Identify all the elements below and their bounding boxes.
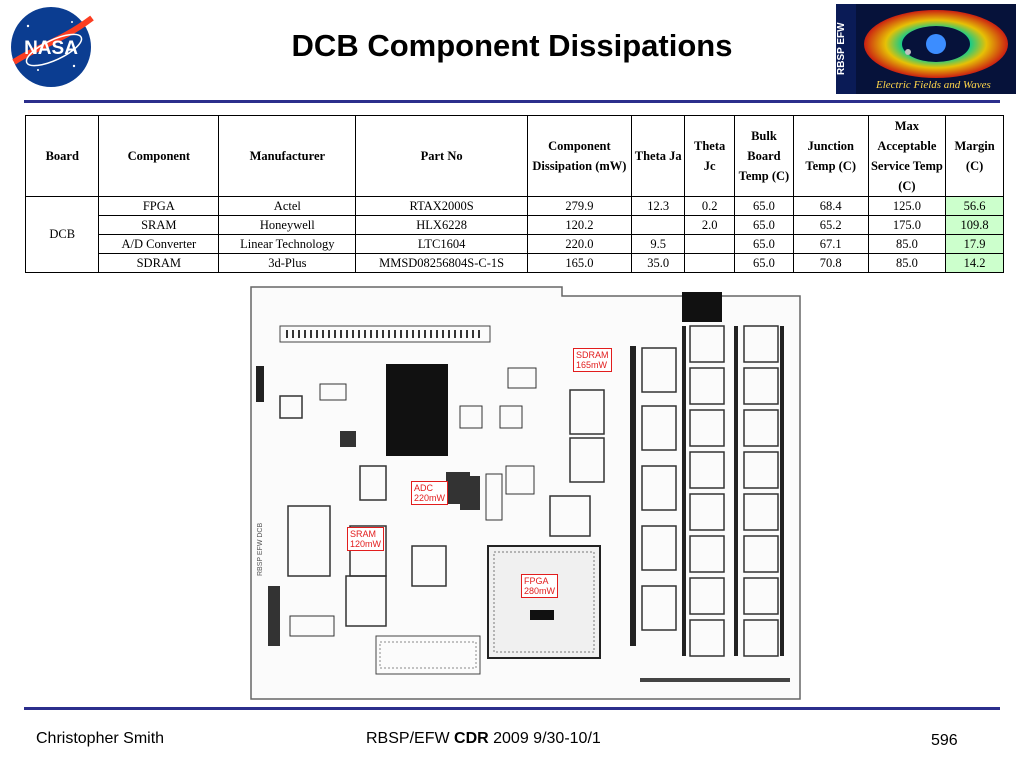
cell-max-service-temp: 85.0 (867, 253, 947, 273)
cell-dissipation: 120.2 (526, 215, 633, 235)
cell-manufacturer: Actel (218, 196, 357, 216)
footer-event: RBSP/EFW CDR 2009 9/30-10/1 (366, 730, 601, 748)
cell-theta-ja: 9.5 (631, 234, 686, 254)
col-header-part-no: Part No (355, 115, 528, 197)
footer-divider (24, 707, 1000, 710)
nasa-logo: NASA (11, 7, 94, 87)
cell-manufacturer: Linear Technology (218, 234, 357, 254)
pcb-layout-drawing: RBSP EFW DCB (250, 286, 801, 700)
col-header-component: Component (98, 115, 220, 197)
cell-component: SRAM (98, 215, 220, 235)
col-header-bulk-board-temp: Bulk Board Temp (C) (733, 115, 794, 197)
page-title: DCB Component Dissipations (291, 28, 733, 63)
cell-manufacturer: Honeywell (218, 215, 357, 235)
cell-dissipation: 279.9 (526, 196, 633, 216)
sdram-label: SDRAM 165mW (573, 348, 612, 372)
cell-max-service-temp: 125.0 (867, 196, 947, 216)
cell-part-no: RTAX2000S (355, 196, 528, 216)
dissipation-table: Board Component Manufacturer Part No Com… (24, 115, 1004, 273)
col-header-manufacturer: Manufacturer (218, 115, 357, 197)
cell-component: FPGA (98, 196, 220, 216)
cell-part-no: LTC1604 (355, 234, 528, 254)
cell-part-no: HLX6228 (355, 215, 528, 235)
cell-theta-jc (684, 253, 735, 273)
col-header-junction-temp: Junction Temp (C) (792, 115, 869, 197)
adc-label: ADC 220mW (411, 481, 449, 505)
cell-margin: 14.2 (945, 253, 1004, 273)
cell-bulk-board-temp: 65.0 (733, 215, 794, 235)
rbsp-logo-label: RBSP EFW (836, 4, 856, 94)
col-header-margin: Margin (C) (945, 115, 1004, 197)
table-row: SDRAM 3d-Plus MMSD08256804S-C-1S 165.0 3… (26, 253, 1004, 273)
table-row: SRAM Honeywell HLX6228 120.2 2.0 65.0 65… (26, 215, 1004, 235)
table-header-row: Board Component Manufacturer Part No Com… (24, 115, 1004, 197)
col-header-theta-ja: Theta Ja (631, 115, 686, 197)
fpga-label: FPGA 280mW (521, 574, 559, 598)
cell-junction-temp: 70.8 (792, 253, 869, 273)
sram-label: SRAM 120mW (347, 527, 385, 551)
footer-author: Christopher Smith (36, 730, 165, 747)
cell-margin: 56.6 (945, 196, 1004, 216)
cell-theta-jc: 0.2 (684, 196, 735, 216)
cell-junction-temp: 67.1 (792, 234, 869, 254)
cell-max-service-temp: 85.0 (867, 234, 947, 254)
cell-part-no: MMSD08256804S-C-1S (355, 253, 528, 273)
radiation-belt-graphic (864, 10, 1008, 78)
col-header-dissipation: Component Dissipation (mW) (526, 115, 633, 197)
cell-theta-jc: 2.0 (684, 215, 735, 235)
dcb-board-image: RBSP EFW DCB SDRAM 165mW ADC 220mW SRAM … (250, 286, 801, 700)
board-silkscreen: RBSP EFW DCB (257, 523, 264, 576)
col-header-theta-jc: Theta Jc (684, 115, 735, 197)
rbsp-efw-logo: RBSP EFW Electric Fields and Waves (836, 4, 1016, 94)
cell-margin: 109.8 (945, 215, 1004, 235)
cell-theta-ja: 12.3 (631, 196, 686, 216)
cell-junction-temp: 68.4 (792, 196, 869, 216)
cell-component: A/D Converter (98, 234, 220, 254)
board-cell: DCB (24, 196, 100, 273)
cell-margin: 17.9 (945, 234, 1004, 254)
header-divider (24, 100, 1000, 103)
table-row: DCB FPGA Actel RTAX2000S 279.9 12.3 0.2 … (24, 196, 1004, 273)
col-header-max-service-temp: Max Acceptable Service Temp (C) (867, 115, 947, 197)
footer-event-prefix: RBSP/EFW (366, 730, 455, 747)
cell-theta-ja: 35.0 (631, 253, 686, 273)
cell-bulk-board-temp: 65.0 (733, 234, 794, 254)
rbsp-logo-caption: Electric Fields and Waves (876, 79, 991, 91)
cell-manufacturer: 3d-Plus (218, 253, 357, 273)
nasa-logo-text: NASA (24, 38, 78, 59)
cell-bulk-board-temp: 65.0 (733, 253, 794, 273)
cell-theta-ja (631, 215, 686, 235)
footer-event-bold: CDR (454, 730, 489, 747)
col-header-board: Board (24, 115, 100, 197)
cell-max-service-temp: 175.0 (867, 215, 947, 235)
page-number: 596 (931, 732, 958, 749)
cell-component: SDRAM (98, 253, 220, 273)
cell-theta-jc (684, 234, 735, 254)
cell-junction-temp: 65.2 (792, 215, 869, 235)
footer-event-suffix: 2009 9/30-10/1 (488, 730, 601, 747)
cell-bulk-board-temp: 65.0 (733, 196, 794, 216)
cell-dissipation: 220.0 (526, 234, 633, 254)
cell-dissipation: 165.0 (526, 253, 633, 273)
table-row: A/D Converter Linear Technology LTC1604 … (26, 234, 1004, 254)
